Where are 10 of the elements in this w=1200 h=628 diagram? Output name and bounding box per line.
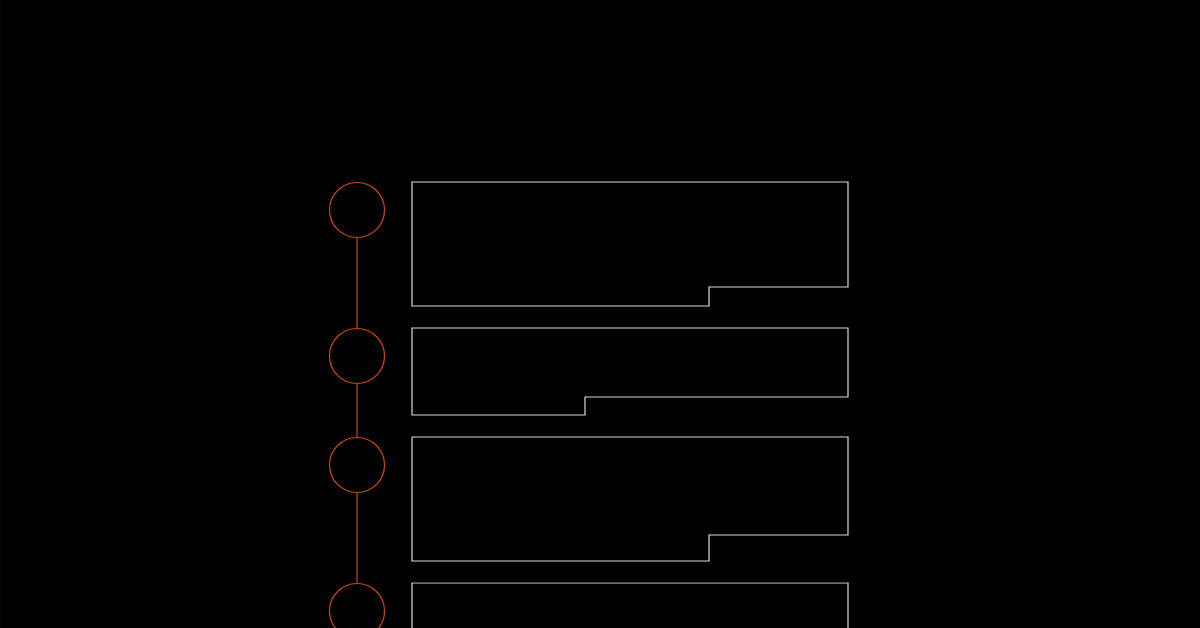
timeline-circle (328, 327, 386, 385)
connector-line (356, 492, 358, 584)
content-box (411, 327, 849, 416)
timeline-circle (328, 181, 386, 239)
content-box (411, 181, 849, 307)
content-box (411, 582, 849, 628)
content-box (411, 436, 849, 562)
connector-line (356, 383, 358, 438)
timeline-circle (328, 436, 386, 494)
connector-line (356, 237, 358, 329)
